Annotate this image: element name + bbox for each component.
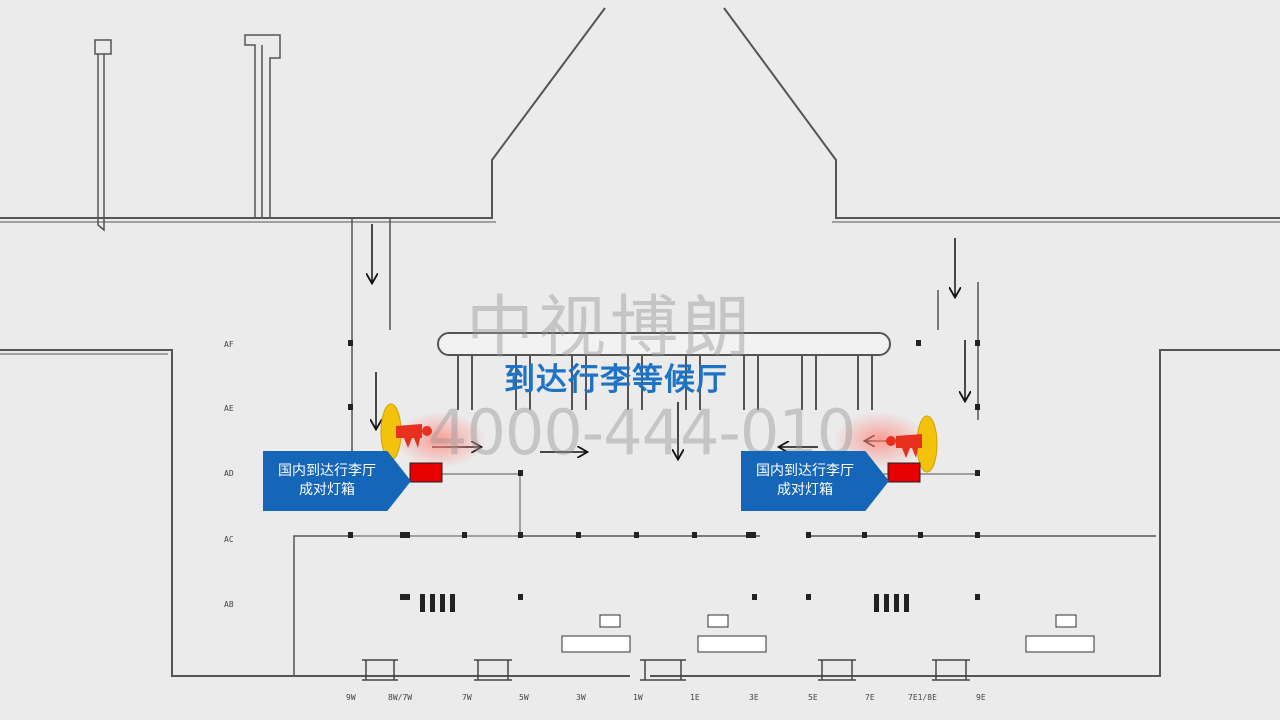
callout-line2: 成对灯箱 xyxy=(777,482,833,498)
building-outline xyxy=(0,7,1280,677)
row-label: AB xyxy=(224,600,234,609)
person-icon xyxy=(886,434,922,458)
gate-label: 7E xyxy=(865,693,875,702)
lightbox-marker-right xyxy=(887,462,921,483)
callout-line1: 国内到达行李厅 xyxy=(756,463,854,479)
lightbox-marker-left xyxy=(409,462,443,483)
lightbox-left xyxy=(380,403,486,483)
row-label: AD xyxy=(224,469,234,478)
gate-label: 3W xyxy=(576,693,586,702)
gate-label: 9W xyxy=(346,693,356,702)
callout-line1: 国内到达行李厅 xyxy=(278,463,376,479)
callout-line2: 成对灯箱 xyxy=(299,482,355,498)
gate-label: 9E xyxy=(976,693,986,702)
callout-left: 国内到达行李厅 成对灯箱 xyxy=(263,451,411,511)
person-icon xyxy=(396,424,432,448)
gate-label: 8W/7W xyxy=(388,693,413,702)
callout-right: 国内到达行李厅 成对灯箱 xyxy=(741,451,889,511)
gate-connectors xyxy=(362,659,970,681)
towers xyxy=(94,34,281,232)
baggage-carousels xyxy=(437,332,891,410)
gate-label: 5E xyxy=(808,693,818,702)
row-label: AE xyxy=(224,404,234,413)
gate-label: 7E1/8E xyxy=(908,693,937,702)
gate-label: 7W xyxy=(462,693,472,702)
gate-label: 1W xyxy=(633,693,643,702)
row-label: AF xyxy=(224,340,234,349)
gate-label: 5W xyxy=(519,693,529,702)
bottom-fixtures xyxy=(561,614,1095,653)
hall-title: 到达行李等候厅 xyxy=(504,362,728,398)
gate-label: 3E xyxy=(749,693,759,702)
row-label: AC xyxy=(224,535,234,544)
gate-label: 1E xyxy=(690,693,700,702)
